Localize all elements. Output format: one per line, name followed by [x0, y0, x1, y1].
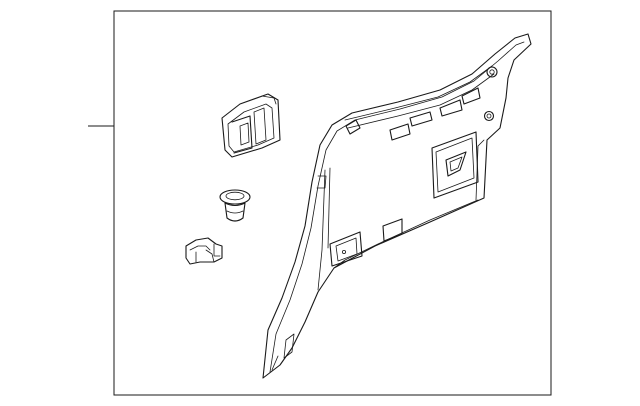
retainer-clip: [219, 189, 251, 222]
fastener-clip: [185, 237, 223, 265]
quarter-trim-panel: [262, 33, 532, 379]
access-cover: [221, 93, 281, 158]
diagram-frame: [113, 10, 552, 396]
